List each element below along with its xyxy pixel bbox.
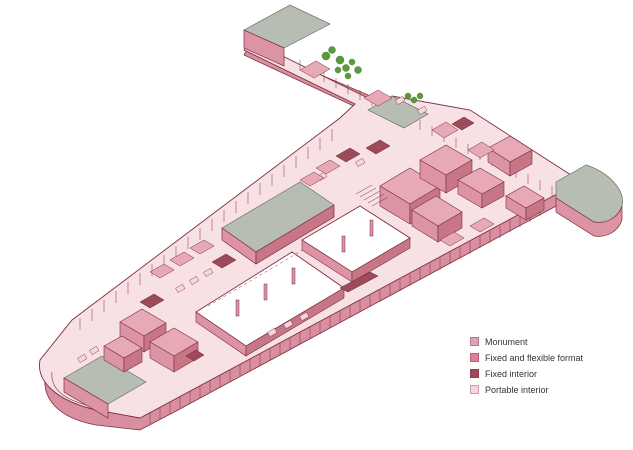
legend: Monument Fixed and flexible format Fixed… (470, 334, 583, 398)
room-cluster-center (379, 144, 505, 243)
roof-block-mid (221, 181, 335, 265)
roof-block-right (555, 164, 623, 237)
portable-interior-furniture (77, 95, 428, 363)
planter-greenery-wing (404, 92, 424, 104)
legend-swatch-fixed-flexible (470, 353, 479, 362)
legend-swatch-fixed-interior (470, 369, 479, 378)
legend-item-fixed-interior: Fixed interior (470, 366, 583, 381)
roof-block-top-left (243, 4, 331, 67)
atrium-void-lower (195, 247, 345, 357)
legend-item-monument: Monument (470, 334, 583, 349)
atrium-columns (235, 219, 374, 317)
atrium-void-upper (301, 205, 411, 283)
legend-label: Fixed interior (485, 368, 538, 379)
legend-label: Monument (485, 336, 528, 347)
roof-block-nose (63, 355, 147, 419)
legend-label: Fixed and flexible format (485, 352, 584, 363)
planter-greenery-top (321, 46, 362, 80)
legend-item-fixed-flexible: Fixed and flexible format (470, 350, 583, 365)
perimeter-cabins (149, 159, 495, 279)
wing-rooms (299, 60, 495, 159)
legend-swatch-portable-interior (470, 385, 479, 394)
central-stair (355, 184, 389, 207)
room-cluster-left (103, 308, 199, 373)
room-cluster-right (487, 135, 545, 221)
legend-label: Portable interior (485, 384, 549, 395)
legend-swatch-monument (470, 337, 479, 346)
legend-item-portable-interior: Portable interior (470, 382, 583, 397)
fixed-interior-pieces (139, 116, 475, 362)
